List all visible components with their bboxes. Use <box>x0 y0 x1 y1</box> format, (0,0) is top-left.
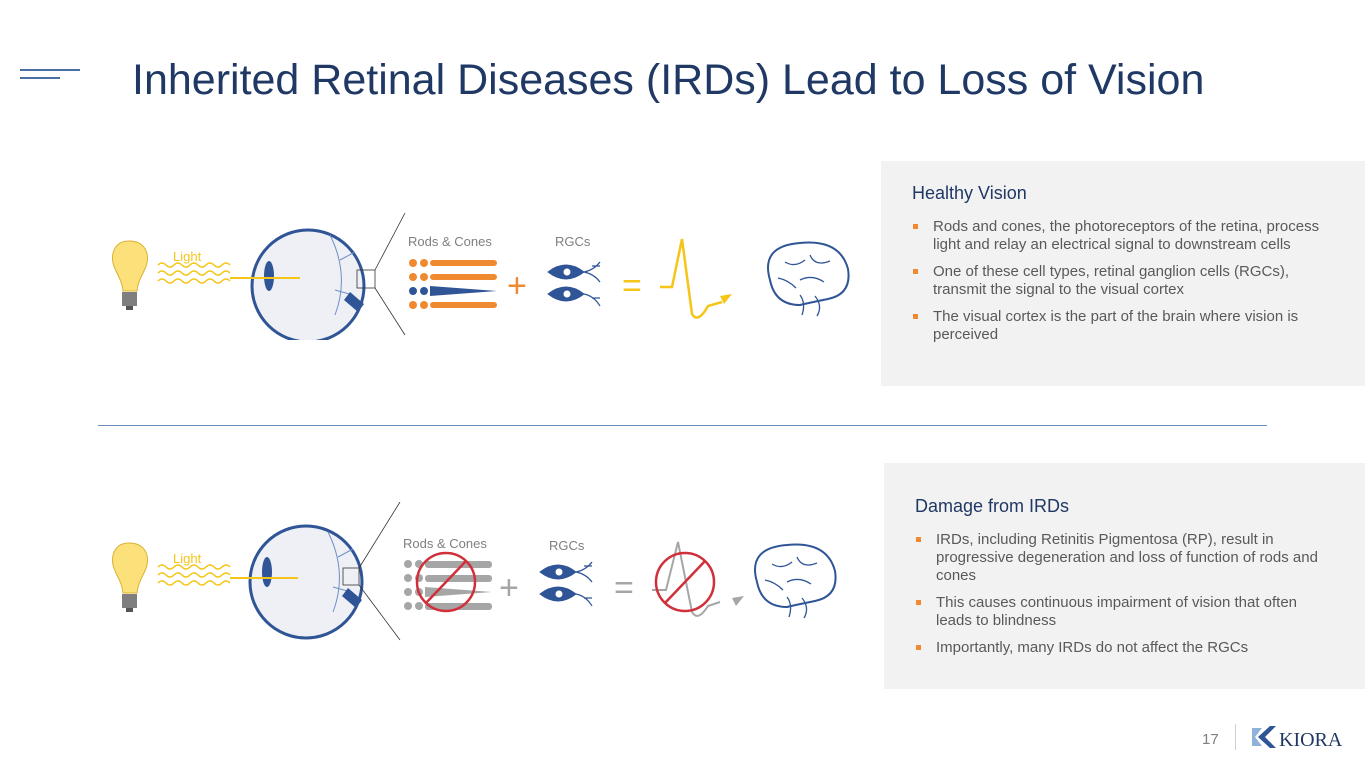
damage-panel: Damage from IRDs IRDs, including Retinit… <box>884 463 1365 689</box>
prohibited-icon <box>654 551 716 613</box>
rgcs-label: RGCs <box>555 234 591 249</box>
healthy-vision-diagram: + = Light Rods & Cones RGCs <box>0 200 880 340</box>
signal-waveform <box>652 541 721 617</box>
rods-and-cones-icon <box>409 259 497 309</box>
signal-waveform <box>660 238 723 319</box>
equals-icon: = <box>614 569 634 607</box>
rods-cones-label: Rods & Cones <box>403 536 487 551</box>
light-waves-icon <box>157 564 231 586</box>
section-divider <box>98 425 1267 426</box>
bullet-item: Rods and cones, the photoreceptors of th… <box>912 218 1335 254</box>
lightbulb-icon <box>112 240 148 310</box>
kiora-logo: KIORA <box>1248 722 1358 757</box>
light-label: Light <box>173 249 202 264</box>
arrow-head <box>720 294 732 304</box>
page-number: 17 <box>1202 731 1219 748</box>
eye-diagram-icon <box>230 502 401 641</box>
brain-icon <box>754 543 837 619</box>
bullet-item: Importantly, many IRDs do not affect the… <box>915 639 1335 657</box>
light-waves-icon <box>157 262 231 284</box>
plus-icon: + <box>499 569 519 607</box>
damage-diagram: + = Light Rods & Cones RGCs <box>0 502 880 642</box>
bullet-item: The visual cortex is the part of the bra… <box>912 308 1335 344</box>
damage-heading: Damage from IRDs <box>915 496 1070 516</box>
brain-icon <box>767 241 850 317</box>
rods-cones-label: Rods & Cones <box>408 234 492 249</box>
arrow-head <box>732 596 744 606</box>
rgc-cells-icon <box>539 561 593 607</box>
page-title: Inherited Retinal Diseases (IRDs) Lead t… <box>132 56 1205 104</box>
footer-separator <box>1235 724 1236 750</box>
lightbulb-icon <box>112 542 148 612</box>
svg-text:KIORA: KIORA <box>1279 729 1343 751</box>
rgcs-label: RGCs <box>549 538 585 553</box>
equals-icon: = <box>622 267 642 305</box>
bullet-item: IRDs, including Retinitis Pigmentosa (RP… <box>915 531 1335 585</box>
title-decoration-line <box>20 77 60 79</box>
prohibited-icon <box>415 551 477 613</box>
healthy-vision-heading: Healthy Vision <box>912 183 1027 203</box>
healthy-vision-panel: Healthy Vision Rods and cones, the photo… <box>881 161 1365 386</box>
bullet-item: One of these cell types, retinal ganglio… <box>912 263 1335 299</box>
plus-icon: + <box>507 267 527 305</box>
title-decoration-line <box>20 69 80 71</box>
rgc-cells-icon <box>547 261 601 307</box>
light-label: Light <box>173 551 202 566</box>
bullet-item: This causes continuous impairment of vis… <box>915 594 1335 630</box>
eye-diagram-icon <box>230 212 406 340</box>
